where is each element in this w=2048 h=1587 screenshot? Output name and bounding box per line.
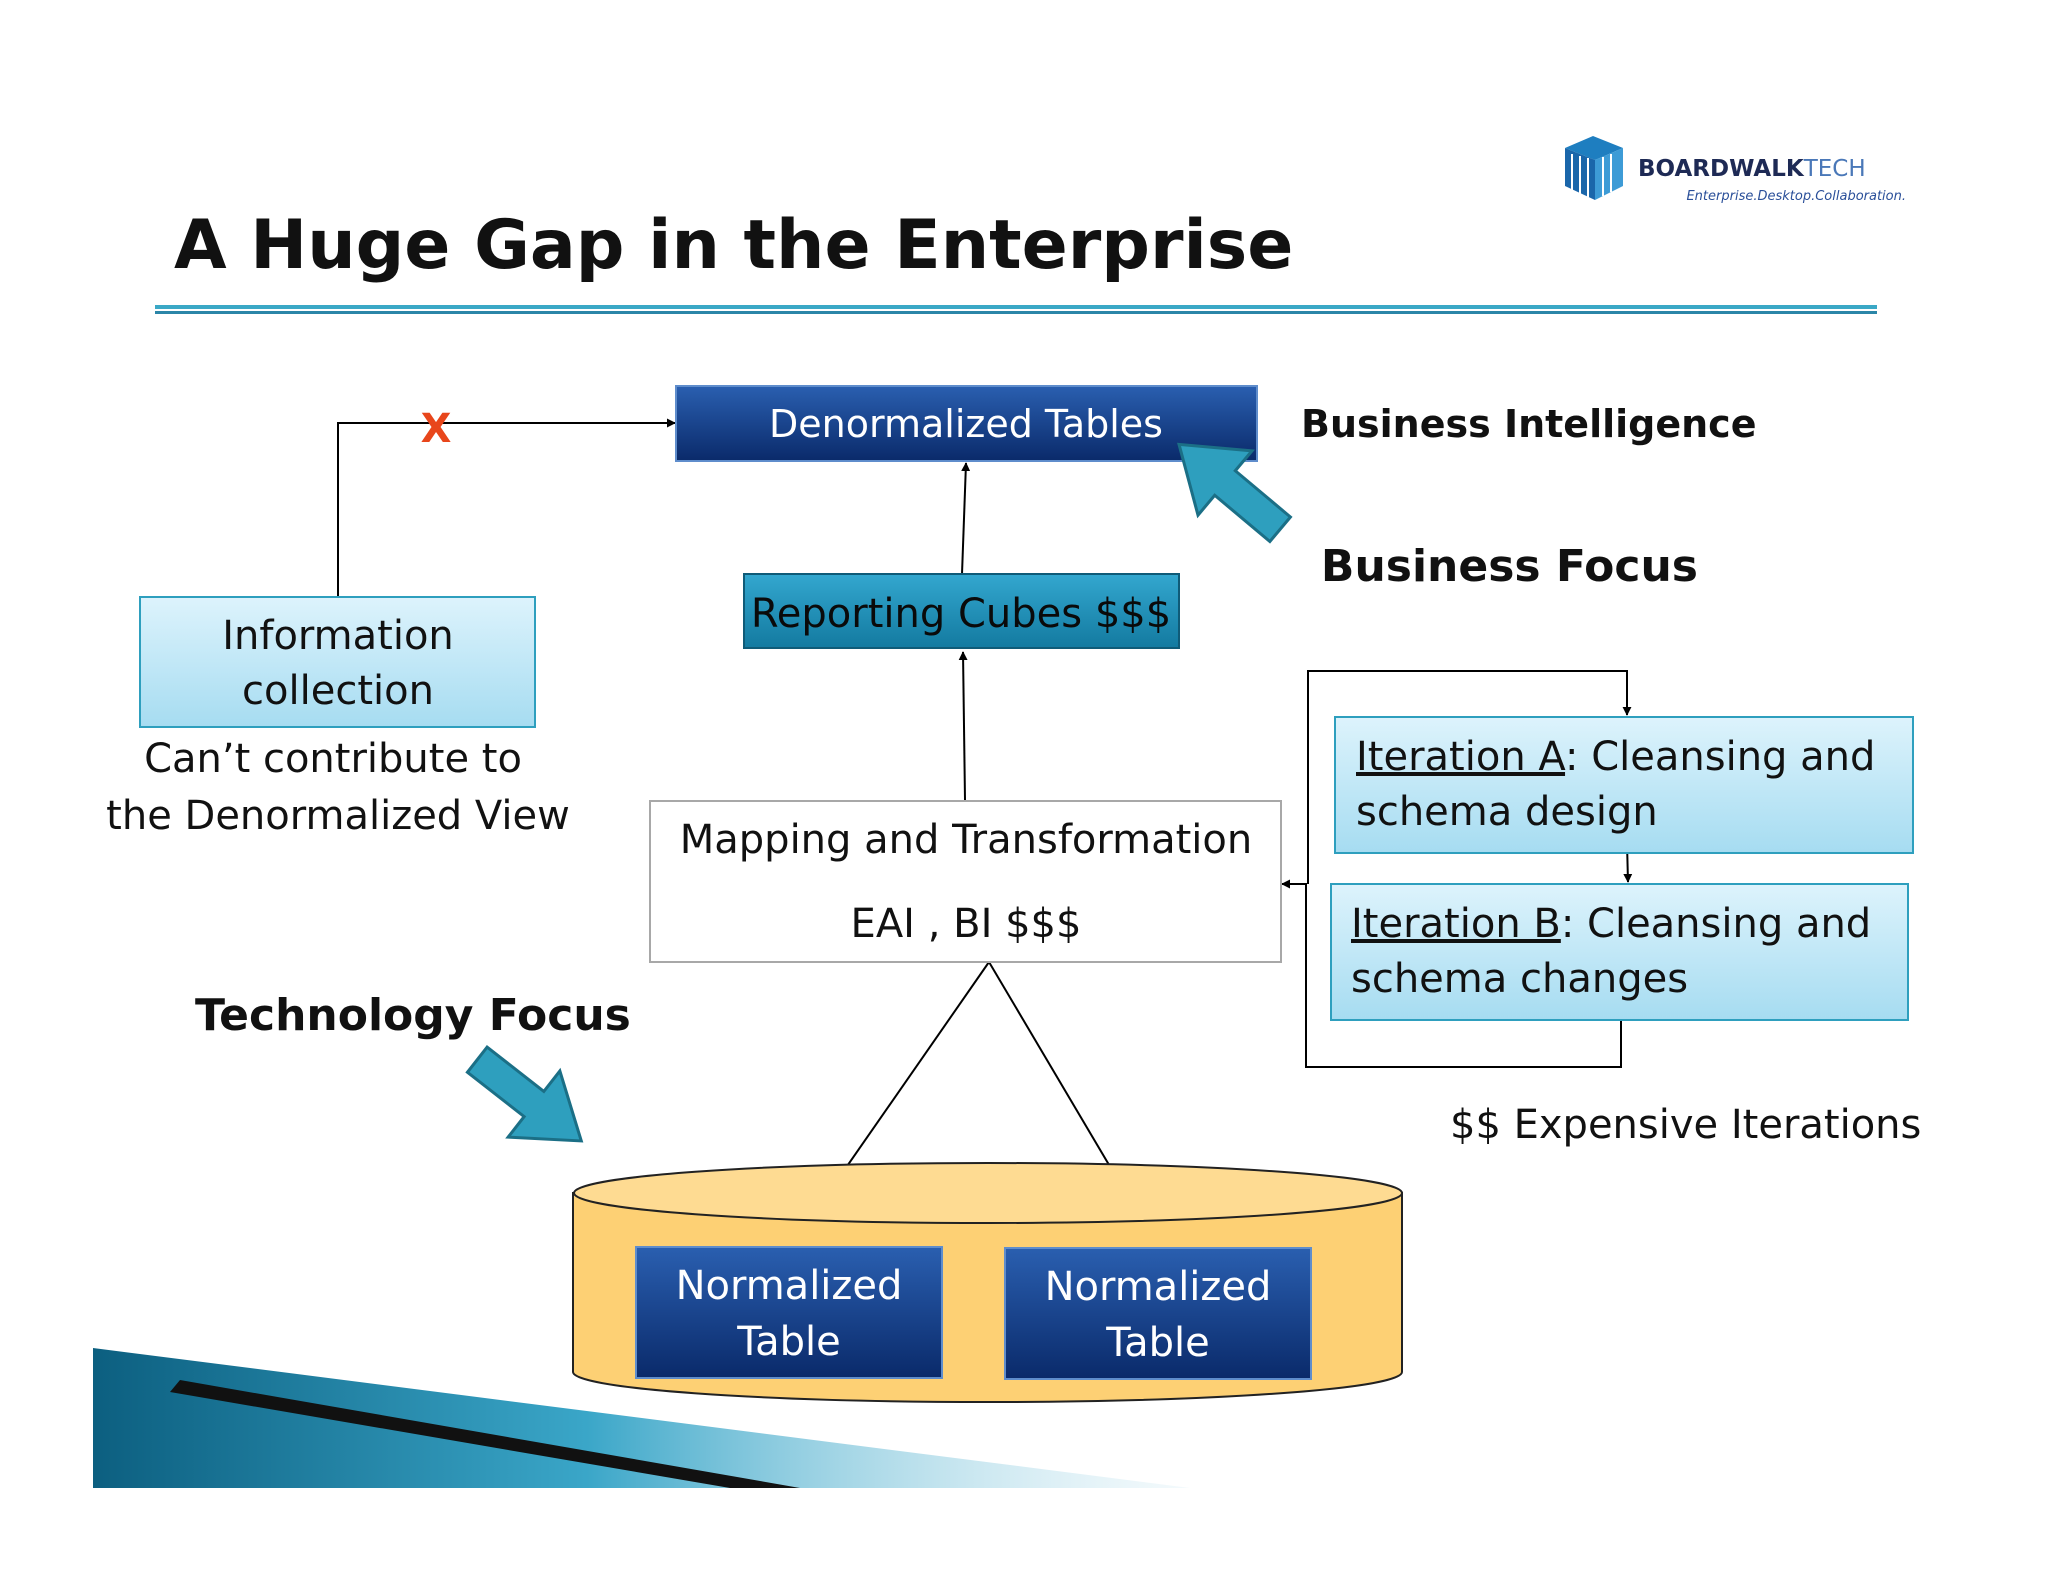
x-mark: X <box>421 406 452 452</box>
business-focus-label: Business Focus <box>1321 541 1698 592</box>
normalized-table-right-line1: Normalized <box>1045 1264 1272 1310</box>
iteration-a-line2: schema design <box>1356 789 1658 835</box>
iteration-a-box: Iteration A: Cleansing and schema design <box>1334 716 1914 854</box>
business-focus-arrow-icon <box>1177 442 1293 544</box>
normalized-table-left-line1: Normalized <box>676 1263 903 1309</box>
business-intelligence-label: Business Intelligence <box>1301 402 1756 446</box>
iteration-a-link: Iteration A <box>1356 734 1566 780</box>
normalized-table-left: Normalized Table <box>635 1246 943 1379</box>
mapping-to-cubes-connector <box>958 651 968 801</box>
cube-logo-icon <box>1565 136 1623 200</box>
technology-focus-label: Technology Focus <box>195 990 631 1041</box>
cant-contribute-line1: Can’t contribute to <box>144 736 522 782</box>
technology-focus-arrow-icon <box>465 1044 584 1143</box>
boardwalktech-logo: BOARDWALKTECH Enterprise.Desktop.Collabo… <box>1565 136 1906 204</box>
mapping-transformation-line2: EAI , BI $$$ <box>851 901 1082 947</box>
normalized-table-right-line2: Table <box>1105 1320 1209 1366</box>
normalized-table-right: Normalized Table <box>1004 1247 1312 1380</box>
expensive-iterations-label: $$ Expensive Iterations <box>1450 1102 1921 1148</box>
logo-tagline: Enterprise.Desktop.Collaboration. <box>1686 189 1906 204</box>
mapping-transformation-box: Mapping and Transformation EAI , BI $$$ <box>649 800 1282 963</box>
mapping-transformation-line1: Mapping and Transformation <box>680 817 1252 863</box>
loop-bottom-connector <box>1281 879 1622 1068</box>
reporting-cubes-label: Reporting Cubes $$$ <box>751 591 1171 637</box>
iteration-b-line1: Iteration B: Cleansing and <box>1351 901 1871 947</box>
iteration-a-line1: Iteration A: Cleansing and <box>1356 734 1875 780</box>
denormalized-tables-label: Denormalized Tables <box>769 402 1163 446</box>
loop-top-connector <box>1307 670 1632 884</box>
iteration-b-link: Iteration B <box>1351 901 1561 947</box>
logo-name: BOARDWALKTECH <box>1638 156 1866 182</box>
normalized-table-left-line2: Table <box>736 1319 840 1365</box>
cubes-to-denormalized-connector <box>961 462 971 575</box>
title-rule <box>155 305 1877 314</box>
page-title: A Huge Gap in the Enterprise <box>174 206 1293 285</box>
denormalized-tables-box: Denormalized Tables <box>675 385 1258 462</box>
decorative-band <box>93 1348 1190 1488</box>
iteration-b-box: Iteration B: Cleansing and schema change… <box>1330 883 1909 1021</box>
information-collection-box: Information collection <box>139 596 536 728</box>
info-to-denormalized-connector <box>337 418 676 597</box>
information-collection-line1: Information <box>222 613 454 659</box>
information-collection-line2: collection <box>242 668 434 714</box>
iteration-b-line2: schema changes <box>1351 956 1688 1002</box>
reporting-cubes-box: Reporting Cubes $$$ <box>743 573 1180 649</box>
cant-contribute-line2: the Denormalized View <box>106 793 570 839</box>
